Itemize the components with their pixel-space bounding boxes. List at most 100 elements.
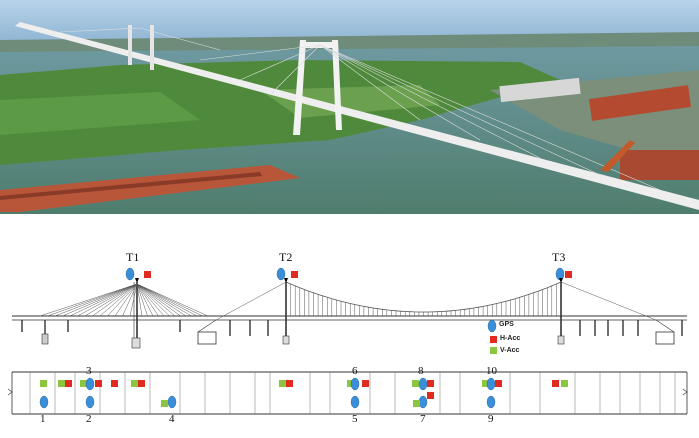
sensor-number-3: 3 [86, 365, 92, 377]
t1-cable [129, 283, 138, 317]
gps-marker-3 [85, 377, 95, 391]
sensor-number-8: 8 [418, 365, 424, 377]
tower-top-marker [559, 278, 563, 283]
t1-cable [92, 283, 138, 317]
t1-cable [136, 283, 192, 317]
t1-cable [136, 283, 170, 317]
plan-acc-marker-top [80, 380, 87, 387]
stay-cables [59, 27, 661, 191]
t1-cable [136, 283, 159, 317]
sensor-number-4: 4 [169, 413, 175, 425]
h-acc-marker-7 [427, 392, 434, 399]
legend-v-acc-label: V-Acc [500, 347, 520, 354]
sensor-number-7: 7 [420, 413, 426, 425]
v-acc-marker-7 [413, 400, 420, 407]
gps-marker-4 [167, 395, 177, 409]
plan-acc-marker-top [362, 380, 369, 387]
dock-ship-2 [499, 77, 581, 103]
plan-acc-marker-top [495, 380, 502, 387]
piers [21, 320, 683, 342]
main-span-cables [215, 281, 657, 321]
t1-cable [107, 283, 138, 317]
sensor-number-6: 6 [352, 365, 358, 377]
t1-cable [136, 283, 203, 317]
plan-acc-marker-top [279, 380, 286, 387]
plan-acc-marker-top [482, 380, 489, 387]
bridge-photo-illustration [0, 0, 699, 214]
gps-marker-7 [418, 395, 428, 409]
bridge-aerial-photo [0, 0, 699, 214]
t1-cable [84, 283, 138, 317]
plan-acc-marker-top [412, 380, 419, 387]
t1-cable [136, 283, 209, 317]
sensor-number-2: 2 [86, 413, 92, 425]
plan-acc-marker-top [40, 380, 47, 387]
t1-cable [99, 283, 138, 317]
t1-cable [136, 283, 165, 317]
h-acc-marker-t3 [565, 271, 572, 278]
h-acc-marker-t1 [144, 271, 151, 278]
bridge-elevation-svg [7, 267, 688, 415]
tower-label-t2: T2 [279, 250, 293, 264]
t1-cable [47, 283, 138, 317]
t1-cable [136, 283, 198, 317]
gps-marker-1 [39, 395, 49, 409]
t1-cable [69, 283, 138, 317]
tower-label-t1: T1 [126, 250, 140, 264]
t1-cable [136, 283, 154, 317]
plan-acc-marker-top [286, 380, 293, 387]
plan-acc-marker-top [58, 380, 65, 387]
plan-acc-marker-top [65, 380, 72, 387]
far-tower-1 [128, 25, 132, 65]
sensor-number-10: 10 [486, 365, 497, 377]
t1-cable [122, 283, 138, 317]
t1-cable [136, 283, 143, 317]
h-acc-marker-t2 [291, 271, 298, 278]
tower-top-marker [135, 278, 139, 283]
gps-marker-9 [486, 395, 496, 409]
gps-marker-t2 [276, 267, 286, 281]
backstay-left [215, 281, 287, 321]
anchorage-right [655, 331, 675, 345]
dock-ship-1 [588, 85, 692, 121]
legend-gps-icon [487, 319, 497, 333]
t1-cable [136, 283, 187, 317]
legend-h-acc-label: H-Acc [500, 335, 521, 342]
bridge-deck [15, 22, 699, 210]
anchorage-left [197, 331, 217, 345]
legend-gps-label: GPS [499, 321, 514, 328]
sensor-number-1: 1 [40, 413, 46, 425]
legend-h-acc-icon [490, 336, 497, 343]
backstay-right [560, 281, 657, 321]
tower-label-t3: T3 [552, 250, 566, 264]
far-shore [0, 32, 699, 52]
t1-cable [62, 283, 138, 317]
tower-top-marker [284, 278, 288, 283]
crane [600, 140, 635, 172]
t1-cable [39, 283, 138, 317]
t1-cable [114, 283, 138, 317]
gps-marker-5 [350, 395, 360, 409]
v-acc-marker-4 [161, 400, 168, 407]
gps-marker-2 [85, 395, 95, 409]
main-tower [293, 40, 342, 135]
main-cable [285, 281, 562, 313]
t1-cable [136, 283, 148, 317]
plan-acc-marker-top [347, 380, 354, 387]
t1-cable [136, 283, 181, 317]
plan-acc-marker-top [138, 380, 145, 387]
sensor-number-5: 5 [352, 413, 358, 425]
gps-marker-8 [418, 377, 428, 391]
t1-cable [136, 283, 176, 317]
plan-acc-marker-top [95, 380, 102, 387]
t1-cable [77, 283, 138, 317]
plan-acc-marker-top [131, 380, 138, 387]
gps-marker-6 [350, 377, 360, 391]
plan-acc-marker-top [561, 380, 568, 387]
plan-acc-marker-top [111, 380, 118, 387]
bridge-elevation [12, 282, 687, 349]
sensor-layout-diagram: T1 T2 T3 GPS H-Acc V-Acc 1 2 3 4 5 6 7 8… [0, 214, 699, 434]
t1-cable-fan [39, 283, 209, 317]
far-tower-2 [150, 25, 154, 70]
gps-marker-10 [486, 377, 496, 391]
